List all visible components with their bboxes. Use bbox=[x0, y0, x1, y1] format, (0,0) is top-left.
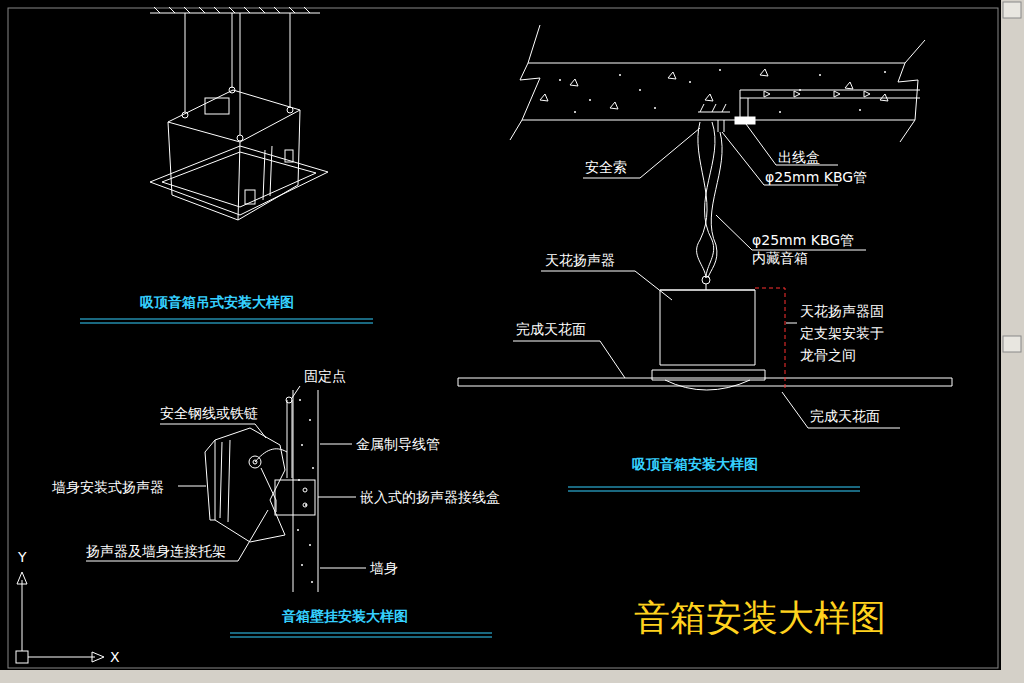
callout-label: 扬声器及墙身连接托架 bbox=[86, 542, 226, 560]
callout-label: 天花扬声器固 定支架安装于 龙骨之间 bbox=[800, 300, 896, 366]
callout-label: 天花扬声器 bbox=[545, 251, 615, 269]
callout-label: 安全索 bbox=[585, 158, 627, 176]
callout-label: 金属制导线管 bbox=[356, 435, 440, 453]
callout-label: φ25mm KBG管 内藏音箱 bbox=[752, 231, 877, 267]
label-anchor: 安全钢线或铁链 bbox=[160, 404, 258, 422]
callout-label: 固定点 bbox=[304, 367, 346, 385]
label-anchor: 音箱安装大样图 bbox=[634, 597, 886, 639]
callout-label: 完成天花面 bbox=[516, 320, 586, 338]
label-anchor: 墙身安装式扬声器 bbox=[52, 478, 164, 496]
callout-label: φ25mm KBG管 bbox=[765, 168, 867, 186]
label-anchor: 天花扬声器固 定支架安装于 龙骨之间 bbox=[800, 300, 896, 366]
callout-label: 墙身安装式扬声器 bbox=[52, 478, 164, 496]
callout-label: 墙身 bbox=[370, 559, 398, 577]
view-title: 音箱壁挂安装大样图 bbox=[282, 607, 408, 625]
label-anchor: 完成天花面 bbox=[516, 320, 586, 338]
label-anchor: 完成天花面 bbox=[810, 407, 880, 425]
label-anchor: 扬声器及墙身连接托架 bbox=[86, 542, 226, 560]
label-anchor: φ25mm KBG管 内藏音箱 bbox=[752, 231, 877, 267]
callout-label: 安全钢线或铁链 bbox=[160, 404, 258, 422]
label-anchor: 音箱壁挂安装大样图 bbox=[282, 607, 408, 625]
label-anchor: 吸顶音箱吊式安装大样图 bbox=[140, 293, 294, 311]
label-anchor: 固定点 bbox=[304, 367, 346, 385]
label-anchor: φ25mm KBG管 bbox=[765, 168, 867, 186]
label-anchor: 嵌入式的扬声器接线盒 bbox=[360, 488, 500, 506]
axis-label: Y bbox=[18, 548, 27, 566]
label-anchor: 金属制导线管 bbox=[356, 435, 440, 453]
label-anchor: Y bbox=[18, 548, 27, 566]
view-title: 吸顶音箱吊式安装大样图 bbox=[140, 293, 294, 311]
label-anchor: 天花扬声器 bbox=[545, 251, 615, 269]
callout-label: 完成天花面 bbox=[810, 407, 880, 425]
label-anchor: 出线盒 bbox=[778, 148, 820, 166]
drawing-title: 音箱安装大样图 bbox=[634, 597, 886, 639]
callout-label: 嵌入式的扬声器接线盒 bbox=[360, 488, 500, 506]
view-title: 吸顶音箱安装大样图 bbox=[632, 455, 758, 473]
axis-label: X bbox=[110, 648, 120, 666]
label-anchor: X bbox=[110, 648, 120, 666]
callout-label: 出线盒 bbox=[778, 148, 820, 166]
label-anchor: 墙身 bbox=[370, 559, 398, 577]
label-anchor: 吸顶音箱安装大样图 bbox=[632, 455, 758, 473]
label-anchor: 安全索 bbox=[585, 158, 627, 176]
